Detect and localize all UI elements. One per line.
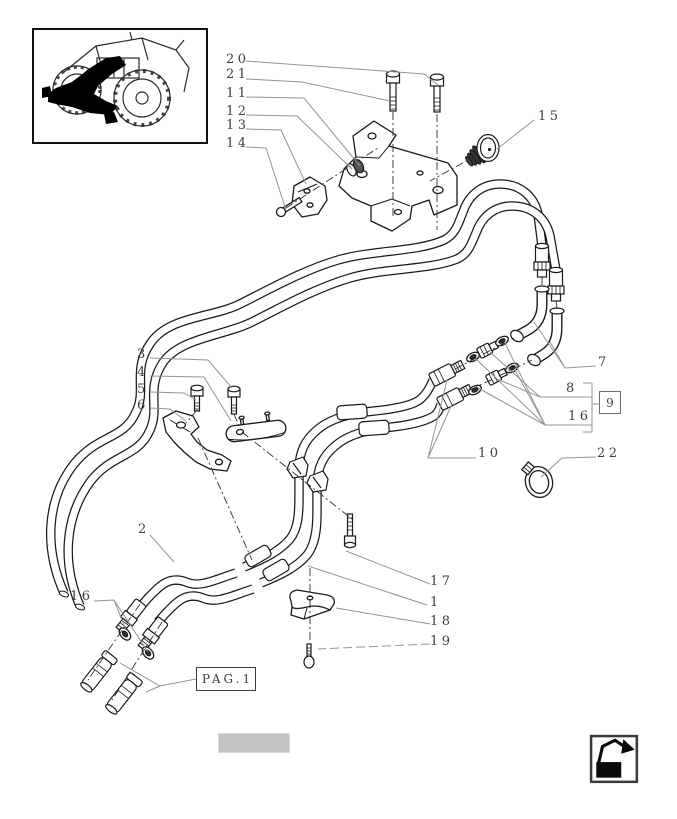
bolt-5 [190, 384, 204, 412]
page-reference-box[interactable]: PAG.1 [196, 667, 256, 691]
bolt-20 [385, 70, 401, 112]
callout-13: 13 [226, 118, 250, 133]
callout-21: 21 [226, 67, 250, 82]
pipe-assembly [45, 179, 561, 626]
washers-16-right [466, 335, 519, 396]
callout-3: 3 [137, 347, 149, 362]
adapters-8 [476, 340, 509, 386]
callout-1: 1 [430, 595, 442, 610]
center-axis-lines [87, 112, 558, 701]
elbow-fittings-7 [510, 285, 565, 367]
pin-14 [275, 196, 303, 218]
tractor-icon [42, 31, 190, 127]
hose-clamp-22 [520, 461, 554, 499]
callout-17: 17 [430, 574, 454, 589]
washers-16-left [118, 627, 155, 660]
bracket-11 [338, 120, 458, 232]
callout-2: 2 [138, 522, 150, 537]
leader-lines [93, 60, 599, 693]
bracket-6 [162, 410, 232, 472]
callout-9: 9 [606, 395, 614, 410]
clamp-plate-4 [225, 411, 287, 443]
callout-20: 20 [226, 52, 250, 67]
plug-15 [465, 133, 500, 167]
callout-22: 22 [597, 446, 621, 461]
callout-9-box: 9 [599, 391, 621, 414]
location-thumbnail [32, 28, 208, 144]
callout-5: 5 [137, 382, 149, 397]
bolt-21 [429, 73, 445, 113]
callout-10: 10 [478, 446, 502, 461]
highlighted-part-silhouette [48, 56, 126, 115]
callout-11: 11 [226, 86, 250, 101]
quick-couplers [80, 650, 143, 715]
callout-4: 4 [137, 365, 149, 380]
callout-7: 7 [598, 355, 610, 370]
bolt-17 [343, 513, 357, 549]
callout-14: 14 [226, 136, 250, 151]
callout-15: 15 [538, 109, 562, 124]
hose-end-fittings [115, 598, 169, 652]
bolt-19 [303, 643, 315, 669]
callout-8: 8 [566, 381, 578, 396]
redacted-label-bar [218, 733, 290, 753]
callout-16-left: 16 [70, 589, 94, 604]
callout-16-right: 16 [568, 409, 592, 424]
bolt-3 [227, 385, 241, 415]
callout-12: 12 [226, 104, 250, 119]
callout-6: 6 [137, 398, 149, 413]
page-reference-label: PAG.1 [201, 672, 254, 686]
bracket-13 [291, 176, 328, 218]
saddle-clamp-18 [289, 589, 335, 620]
callout-19: 19 [430, 634, 454, 649]
pipe-sleeves [244, 403, 390, 582]
pipe-end-fittings-10 [428, 359, 474, 411]
pipe-union-fittings [533, 242, 565, 302]
callout-18: 18 [430, 614, 454, 629]
page-continuation-icon[interactable] [589, 734, 641, 786]
